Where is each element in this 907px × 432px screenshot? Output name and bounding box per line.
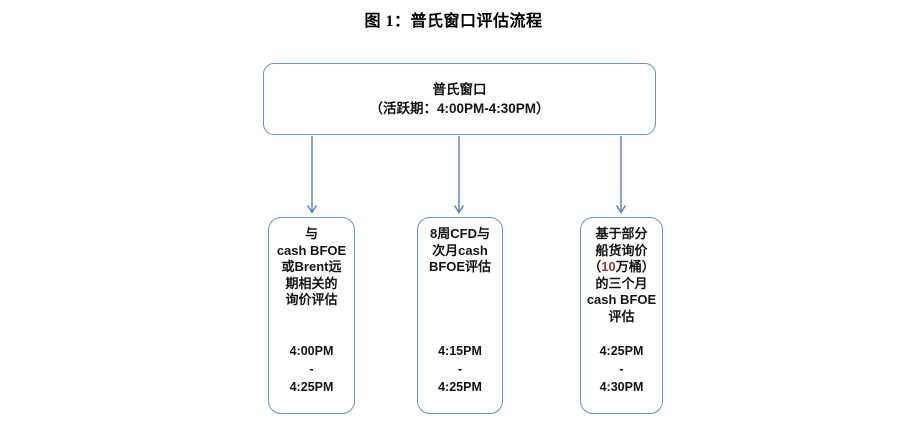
time-start: 4:25PM — [599, 344, 644, 358]
connector-arrow-left — [306, 136, 318, 214]
time-end: 4:25PM — [438, 380, 482, 394]
text-line: 8周CFD与 — [430, 226, 490, 241]
connector-arrow-right — [615, 136, 627, 214]
text-line: 评估 — [608, 308, 635, 324]
text-line: cash BFOE — [276, 242, 347, 258]
time-end: 4:30PM — [599, 380, 644, 394]
time-end: 4:25PM — [289, 380, 334, 394]
time-start: 4:15PM — [438, 344, 482, 358]
node-subtitle-line: （活跃期：4:00PM-4:30PM） — [369, 101, 550, 116]
time-separator: - — [309, 362, 314, 376]
text-line: （10万桶） — [588, 259, 655, 274]
node-title-line: 普氏窗口 — [432, 82, 487, 97]
branch-time-range: 4:25PM - 4:30PM — [581, 342, 662, 396]
platts-window-node: 普氏窗口 （活跃期：4:00PM-4:30PM） — [263, 63, 656, 135]
text-line: 或Brent远 — [281, 259, 342, 274]
time-separator: - — [619, 362, 624, 376]
text-line: 船货询价 — [595, 242, 648, 258]
text-line: 询价评估 — [285, 292, 338, 307]
connector-arrow-middle — [453, 136, 465, 214]
text-line: 期相关的 — [285, 275, 338, 291]
text-line: BFOE评估 — [428, 259, 492, 274]
text-line: 基于部分 — [595, 226, 648, 241]
branch-time-range: 4:00PM - 4:25PM — [269, 342, 354, 396]
time-separator: - — [457, 362, 463, 376]
text-line: 次月cash — [432, 242, 488, 258]
text-line: 的三个月 — [595, 275, 648, 291]
branch-time-range: 4:15PM - 4:25PM — [418, 342, 502, 396]
text-line: 与 — [304, 226, 318, 241]
text-line: cash BFOE — [586, 292, 657, 307]
time-start: 4:00PM — [289, 344, 334, 358]
figure-title: 图 1：普氏窗口评估流程 — [364, 13, 543, 30]
